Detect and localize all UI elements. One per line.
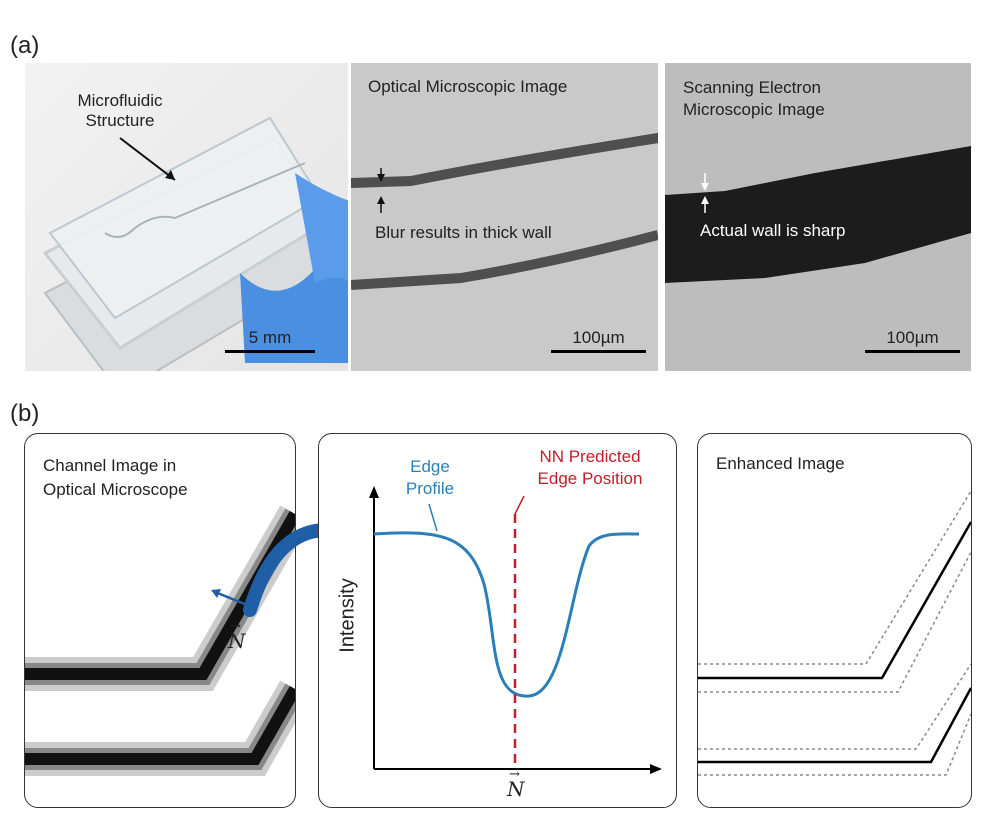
enhanced-image-box: Enhanced Image: [697, 433, 972, 808]
optical-image: Optical Microscopic Image Blur results i…: [351, 63, 658, 371]
chip-illustration: [42, 116, 348, 371]
enhanced-channel-walls: [698, 490, 971, 776]
nn-predicted-line2: Edge Position: [537, 469, 643, 488]
chip-callout-line2: Structure: [85, 111, 155, 130]
edge-profile-box: Intensity → N Edge Profile NN Predicted …: [318, 433, 677, 808]
intensity-axis-label: Intensity: [336, 578, 359, 653]
optical-note: Blur results in thick wall: [375, 223, 552, 242]
normal-axis-label: → N: [507, 767, 525, 801]
sem-scale-label: 100µm: [886, 328, 939, 347]
panel-label-a: (a): [10, 32, 40, 59]
chip-scale-bar: 5 mm: [225, 328, 315, 353]
optical-channel-walls: [351, 133, 658, 290]
edge-profile-plot: [369, 486, 662, 774]
optical-title: Optical Microscopic Image: [368, 77, 568, 96]
panel-label-b: (b): [10, 400, 40, 427]
edge-profile-line1: Edge: [410, 457, 450, 476]
optical-scale-bar: 100µm: [551, 328, 646, 353]
sem-scale-bar: 100µm: [865, 328, 960, 353]
edge-profile-line2: Profile: [405, 479, 455, 498]
sem-image: Scanning Electron Microscopic Image Actu…: [665, 63, 971, 371]
sem-note: Actual wall is sharp: [700, 221, 846, 240]
channel-image-box: Channel Image in Optical Microscope → N: [24, 433, 296, 808]
channel-title-line2: Optical Microscope: [43, 480, 188, 499]
channel-title-line1: Channel Image in: [43, 456, 177, 475]
chip-callout-line1: Microfluidic: [77, 91, 163, 110]
edge-profile-curve: [373, 531, 640, 698]
sem-channel: [665, 146, 971, 283]
chip-photo: Microfluidic Structure 5 mm: [25, 63, 348, 371]
nn-predicted-line1: NN Predicted: [539, 447, 641, 466]
normal-vector-label: → N: [228, 619, 246, 653]
chip-scale-label: 5 mm: [248, 328, 292, 347]
sem-title-line1: Scanning Electron: [683, 78, 821, 97]
sem-title-line2: Microscopic Image: [683, 100, 825, 119]
enhanced-title: Enhanced Image: [716, 454, 845, 473]
optical-scale-label: 100µm: [572, 328, 625, 347]
